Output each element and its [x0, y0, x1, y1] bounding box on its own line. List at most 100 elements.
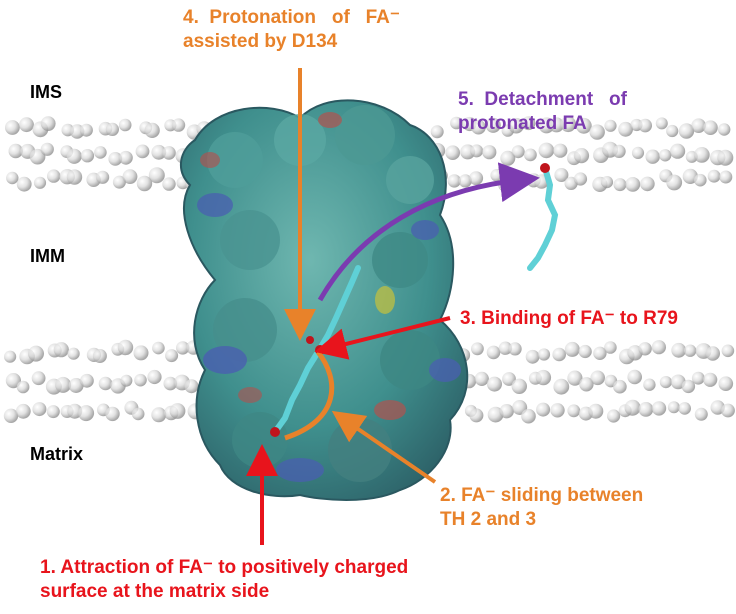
lipid-bead [721, 344, 735, 358]
lipid-bead [500, 150, 516, 166]
step5-line2: protonated FA [458, 113, 587, 134]
lipid-bead [66, 148, 82, 164]
lipid-bead [655, 117, 668, 130]
lipid-bead [458, 174, 472, 188]
lipid-bead [78, 405, 95, 422]
lipid-bead [122, 169, 138, 185]
lipid-bead [68, 378, 84, 393]
lipid-bead [144, 122, 160, 138]
lipid-bead [117, 339, 134, 356]
lipid-bead [579, 377, 594, 392]
lipid-bead [98, 376, 113, 391]
lipid-bead [607, 409, 621, 423]
lipid-bead [15, 403, 31, 419]
lipid-bead [671, 342, 687, 358]
lipid-bead [703, 120, 718, 135]
lipid-bead [148, 167, 165, 184]
lipid-bead [666, 124, 679, 138]
lipid-bead [693, 147, 710, 163]
lipid-bead [4, 120, 20, 135]
lipid-bead [651, 401, 667, 416]
step4-line2: assisted by D134 [183, 31, 338, 52]
lipid-bead [536, 402, 551, 417]
lipid-bead [163, 376, 178, 391]
lipid-bead [80, 373, 94, 388]
region-label-imm: IMM [30, 246, 65, 266]
lipid-bead [134, 373, 147, 387]
lipid-bead [162, 146, 176, 160]
step3-line1: 3. Binding of FA⁻ to R79 [460, 308, 678, 329]
lipid-bead [638, 402, 654, 417]
lipid-bead [105, 406, 120, 422]
lipid-bead [613, 379, 627, 394]
sliding-arrow [284, 350, 335, 441]
lipid-bead [564, 341, 580, 357]
lipid-bead [600, 176, 614, 189]
lipid-bead [575, 117, 592, 134]
lipid-bead [162, 177, 176, 191]
lipid-bead [471, 342, 484, 356]
lipid-bead [624, 399, 641, 416]
lipid-bead [511, 145, 525, 159]
step2-label: 2. FA⁻ sliding between TH 2 and 3 [440, 484, 643, 532]
lipid-bead [94, 146, 107, 159]
lipid-bead [112, 175, 126, 189]
lipid-bead [553, 143, 568, 158]
lipid-bead [118, 118, 132, 132]
lipid-bead [537, 348, 551, 361]
lipid-bead [33, 176, 47, 189]
lipid-bead [521, 408, 536, 424]
lipid-bead [55, 376, 72, 393]
lipid-bead [486, 345, 501, 360]
lipid-bead [638, 342, 652, 356]
lipid-bead [631, 146, 645, 159]
lipid-bead [105, 122, 119, 136]
lipid-bead [521, 116, 536, 131]
lipid-bead [176, 341, 190, 355]
lipid-bead [638, 118, 652, 133]
lipid-bead [535, 369, 552, 386]
lipid-bead [604, 341, 617, 354]
lipid-bead [694, 407, 708, 421]
lipid-bead [719, 170, 733, 184]
lipid-bead [651, 340, 667, 355]
lipid-bead [151, 407, 167, 423]
lipid-bead [184, 379, 199, 394]
step4-label: 4. Protonation of FA⁻ assisted by D134 [183, 6, 400, 54]
lipid-bead [47, 169, 61, 183]
protein-surface [180, 99, 469, 501]
step5-label: 5. Detachment of protonated FA [458, 88, 627, 136]
step1-label: 1. Attraction of FA⁻ to positively charg… [40, 556, 408, 604]
lipid-bead [659, 149, 672, 162]
lipid-bead [29, 148, 46, 165]
step2-line1: 2. FA⁻ sliding between [440, 485, 644, 506]
lipid-bead [31, 371, 46, 386]
lipid-bead [502, 372, 516, 386]
step2-line2: TH 2 and 3 [440, 509, 537, 530]
lipid-bead [511, 378, 527, 394]
lipid-bead [613, 178, 627, 192]
lipid-bead [640, 176, 655, 192]
lipid-bead [66, 169, 83, 185]
lipid-bead [549, 117, 564, 133]
lipid-bead [524, 148, 537, 162]
lipid-bead [3, 408, 19, 423]
lipid-bead [612, 144, 626, 158]
binding-arrow [314, 316, 451, 360]
step1-line1: 1. Attraction of FA⁻ to positively charg… [40, 557, 409, 578]
lipid-bead [588, 403, 604, 419]
lipid-bead [169, 403, 186, 419]
lipid-bead [136, 175, 153, 192]
lipid-bead [485, 117, 501, 133]
region-label-matrix: Matrix [30, 444, 84, 464]
lipid-bead [151, 144, 167, 160]
lipid-bead [560, 116, 577, 133]
lipid-bead [96, 170, 110, 184]
lipid-bead [717, 149, 734, 166]
lipid-bead [92, 349, 107, 363]
lipid-bead [705, 346, 720, 361]
lipid-bead [165, 349, 179, 363]
region-label-ims: IMS [30, 82, 63, 102]
